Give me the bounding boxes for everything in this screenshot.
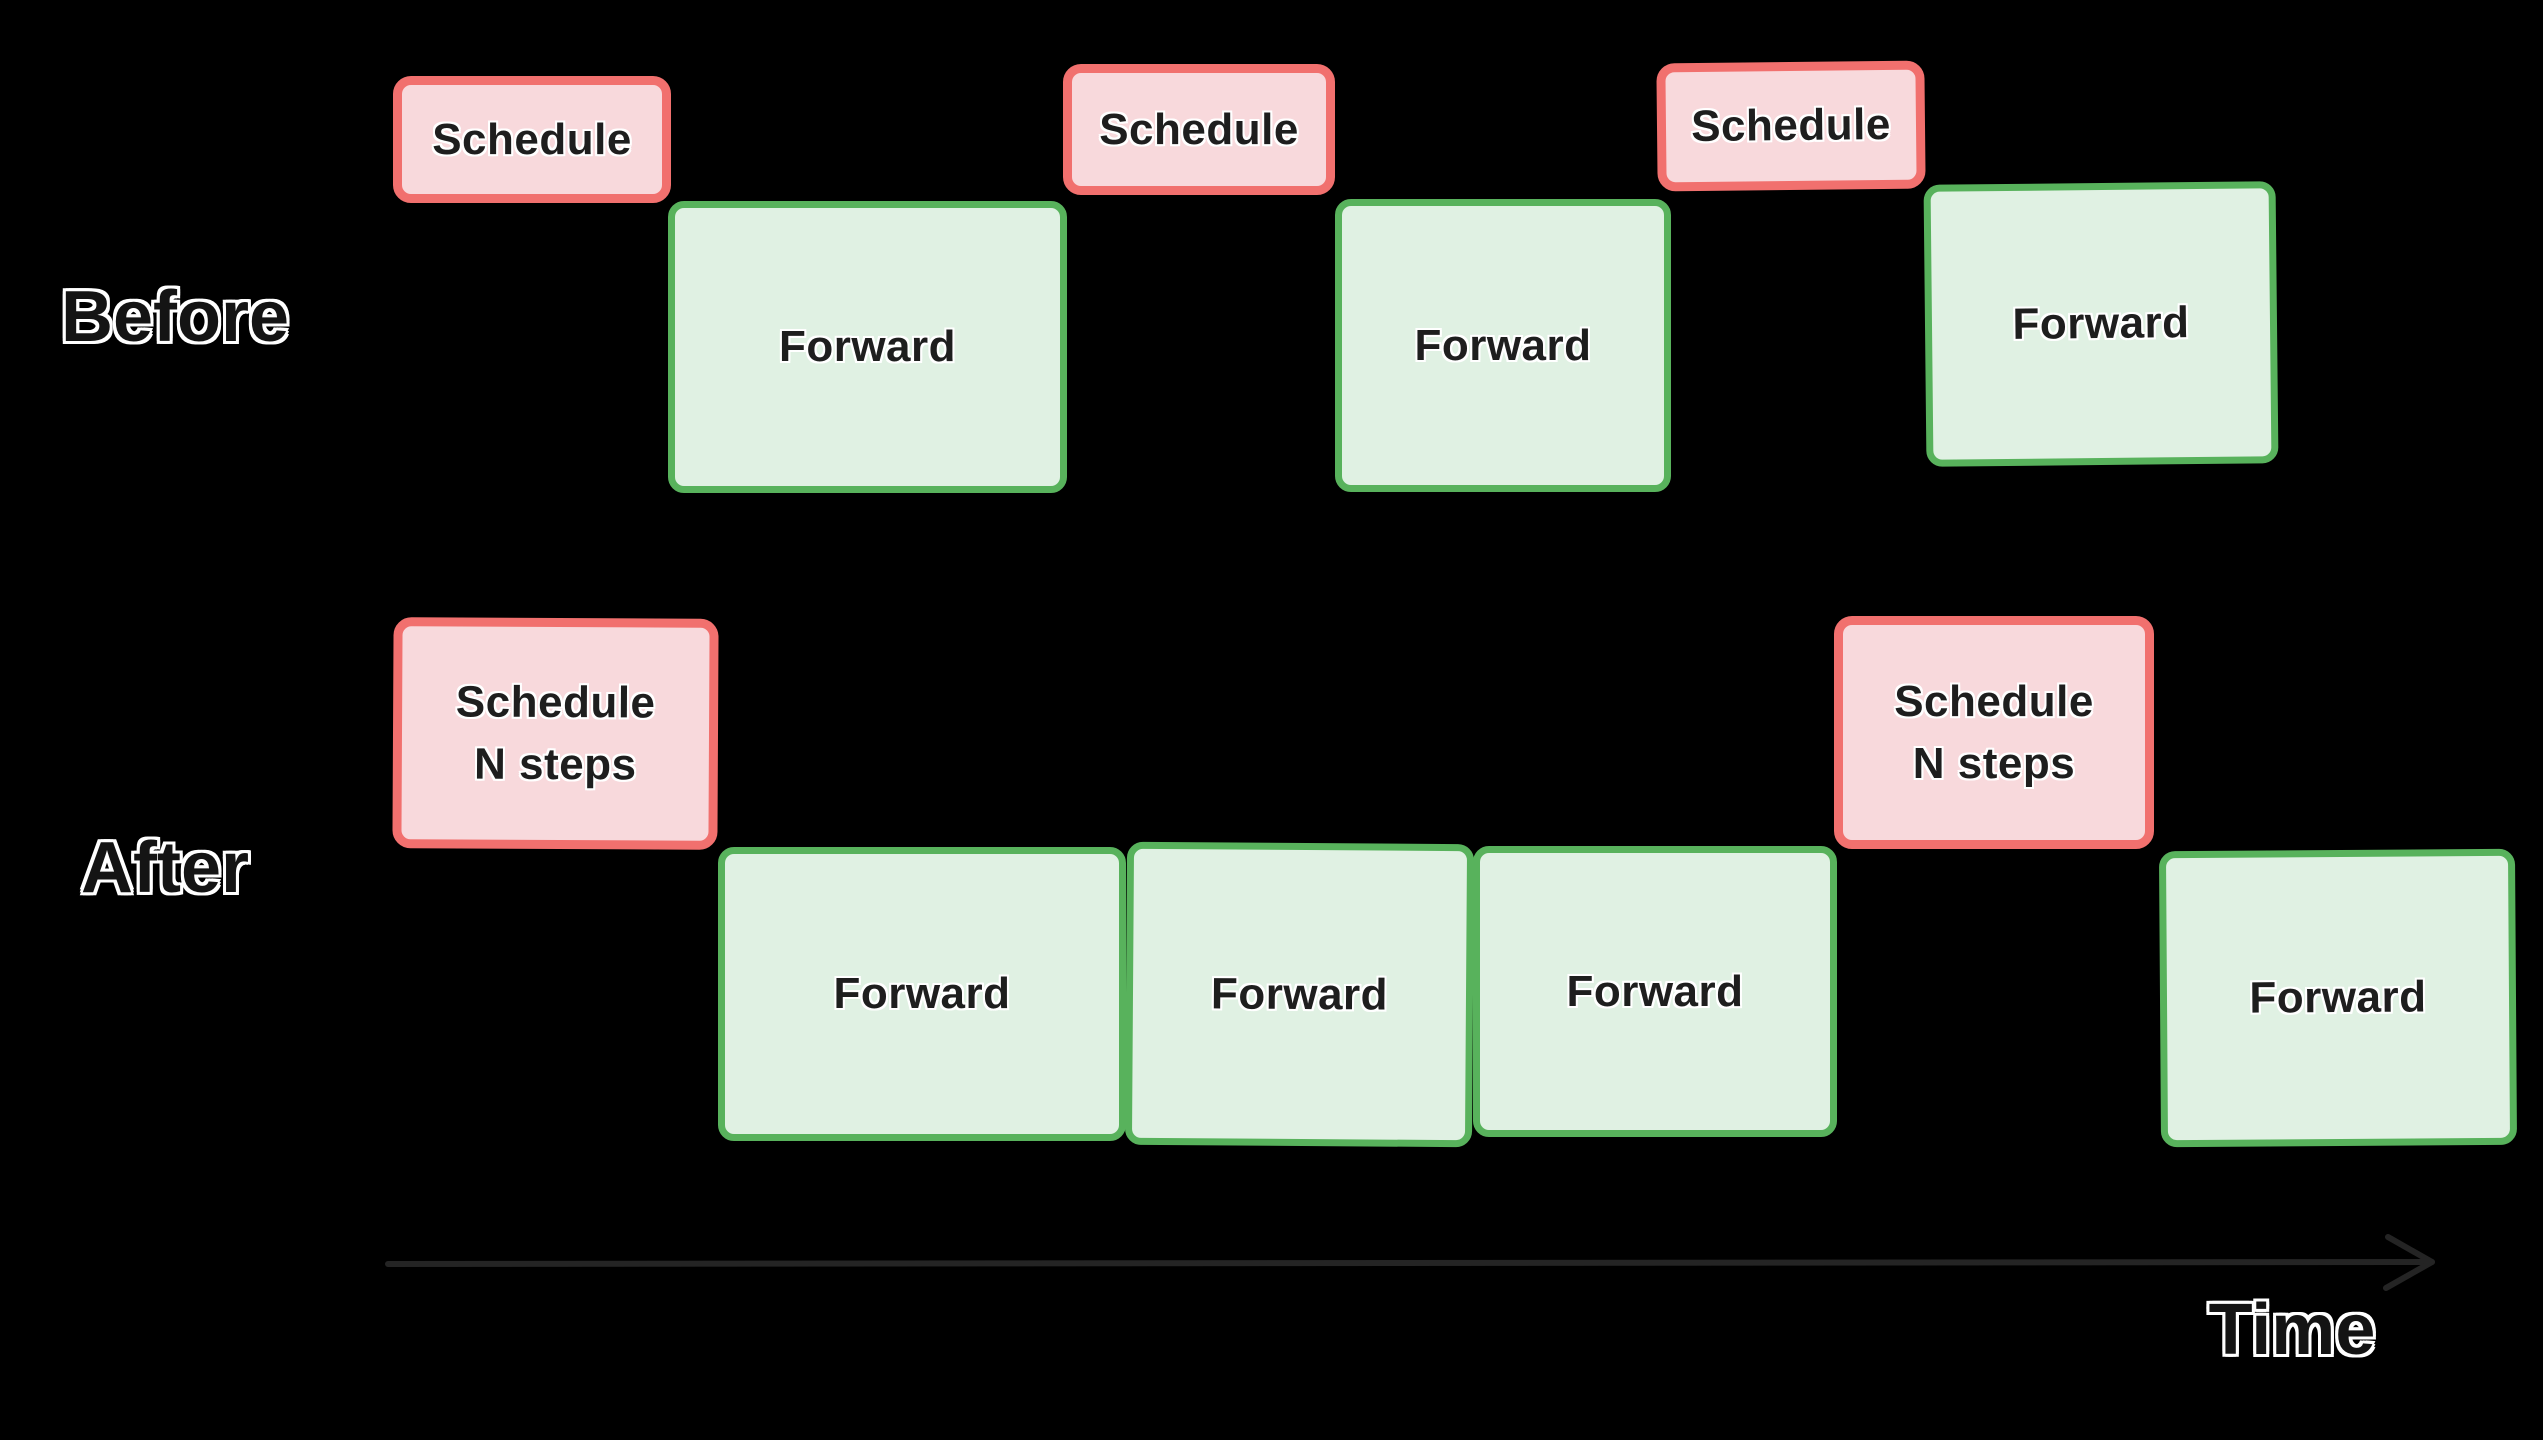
- schedule-box-label: Schedule: [1691, 94, 1891, 158]
- box-label-line: Forward: [1210, 969, 1389, 1020]
- after-forward-box: Forward: [1124, 841, 1475, 1148]
- box-label-line: Forward: [1566, 966, 1744, 1016]
- before-row-label: Before: [60, 277, 290, 357]
- forward-box-label: Forward: [1414, 315, 1591, 377]
- before-forward-box: Forward: [1923, 181, 2279, 467]
- after-schedule-box: Schedule N steps: [1834, 616, 2154, 849]
- box-label-line: Schedule: [1894, 676, 2094, 726]
- box-label-line: Schedule: [1690, 100, 1892, 152]
- time-arrow-head-icon: [2383, 1234, 2435, 1291]
- after-row-label: After: [80, 828, 250, 908]
- box-label-line: Forward: [1414, 320, 1592, 370]
- box-label-line: Forward: [778, 322, 957, 372]
- before-schedule-box: Schedule: [1063, 64, 1335, 195]
- box-label-line: Forward: [2249, 972, 2427, 1023]
- box-label-line: N steps: [473, 739, 637, 789]
- before-schedule-box: Schedule: [393, 76, 671, 203]
- before-forward-box: Forward: [1335, 199, 1671, 492]
- schedule-box-label: Schedule: [1099, 99, 1299, 161]
- box-label-line: Schedule: [432, 114, 632, 164]
- box-label-line: Forward: [2012, 298, 2190, 350]
- forward-box-label: Forward: [1211, 963, 1389, 1026]
- after-schedule-box: Schedule N steps: [392, 617, 719, 850]
- before-forward-box: Forward: [668, 201, 1067, 493]
- forward-box-label: Forward: [1566, 961, 1743, 1023]
- box-label-line: Schedule: [455, 677, 656, 728]
- forward-box-label: Forward: [2249, 967, 2427, 1030]
- before-schedule-box: Schedule: [1656, 60, 1926, 192]
- schedule-box-label: Schedule: [432, 109, 632, 171]
- box-label-line: Schedule: [1099, 104, 1299, 154]
- schedule-box-label: Schedule N steps: [455, 671, 656, 795]
- after-forward-box: Forward: [718, 847, 1126, 1141]
- time-arrow-shaft: [385, 1259, 2435, 1267]
- forward-box-label: Forward: [2012, 292, 2190, 355]
- time-axis-label: Time: [2208, 1290, 2376, 1370]
- box-label-line: Forward: [833, 969, 1011, 1019]
- forward-box-label: Forward: [779, 316, 956, 378]
- schedule-box-label: Schedule N steps: [1894, 671, 2094, 794]
- after-forward-box: Forward: [1473, 846, 1837, 1137]
- after-forward-box: Forward: [2158, 848, 2518, 1148]
- box-label-line: N steps: [1912, 738, 2076, 788]
- forward-box-label: Forward: [833, 963, 1010, 1025]
